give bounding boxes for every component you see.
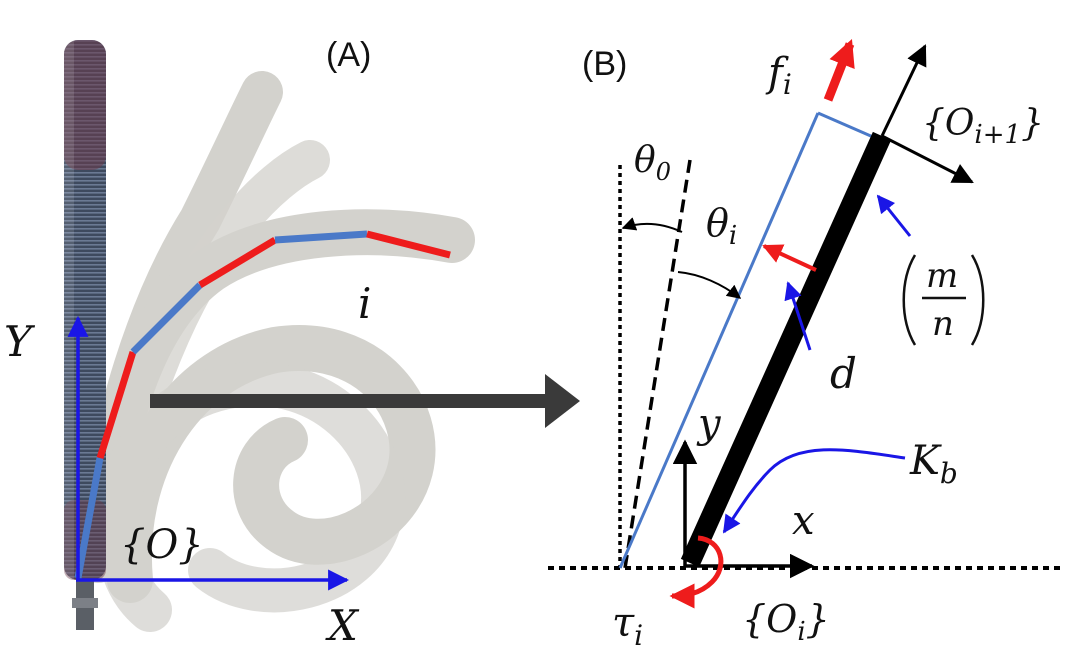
top-frame-axis-normal xyxy=(881,134,974,184)
zoom-arrow xyxy=(150,374,580,428)
force-label: fi xyxy=(765,50,792,101)
d-pointer-arrow xyxy=(784,281,812,351)
panel-b-label: (B) xyxy=(582,45,627,83)
black-link xyxy=(680,131,892,568)
offset-d-label: d xyxy=(830,349,857,398)
panel-b: (B) fi {Oi+1} θ0 xyxy=(548,38,1060,652)
stiffness-label: Kb xyxy=(909,438,958,490)
blue-link-cap xyxy=(817,111,881,142)
ratio-denominator: n xyxy=(932,304,954,344)
link-chain xyxy=(74,230,451,579)
theta0-line xyxy=(623,159,692,569)
top-frame-axis-along xyxy=(880,44,927,137)
segment-i-label: i xyxy=(358,279,371,328)
offset-arrow xyxy=(762,244,817,272)
blue-link xyxy=(618,112,820,569)
theta0-arc xyxy=(621,217,683,233)
force-arrow xyxy=(823,38,855,102)
torque-arc xyxy=(669,535,724,609)
origin-frame-label: {O} xyxy=(120,522,204,568)
panel-a-label: (A) xyxy=(326,36,371,74)
local-y-label: y xyxy=(696,401,722,447)
local-x-label: x xyxy=(792,498,815,544)
kb-pointer-arrow xyxy=(722,448,906,534)
thetai-label: θi xyxy=(706,201,737,251)
ratio-label: m n xyxy=(902,254,985,346)
top-frame-label: {Oi+1} xyxy=(922,103,1044,150)
ratio-numerator: m xyxy=(926,256,958,296)
ratio-pointer-arrow xyxy=(876,194,912,237)
theta0-label: θ0 xyxy=(634,140,671,186)
axis-x-label: X xyxy=(325,601,360,650)
base-frame-label: {Oi} xyxy=(742,597,830,647)
panel-a: (A) Y X {O} i xyxy=(4,36,475,650)
thetai-arc xyxy=(677,271,742,299)
axis-y-label: Y xyxy=(4,317,36,366)
torque-label: τi xyxy=(612,600,643,652)
